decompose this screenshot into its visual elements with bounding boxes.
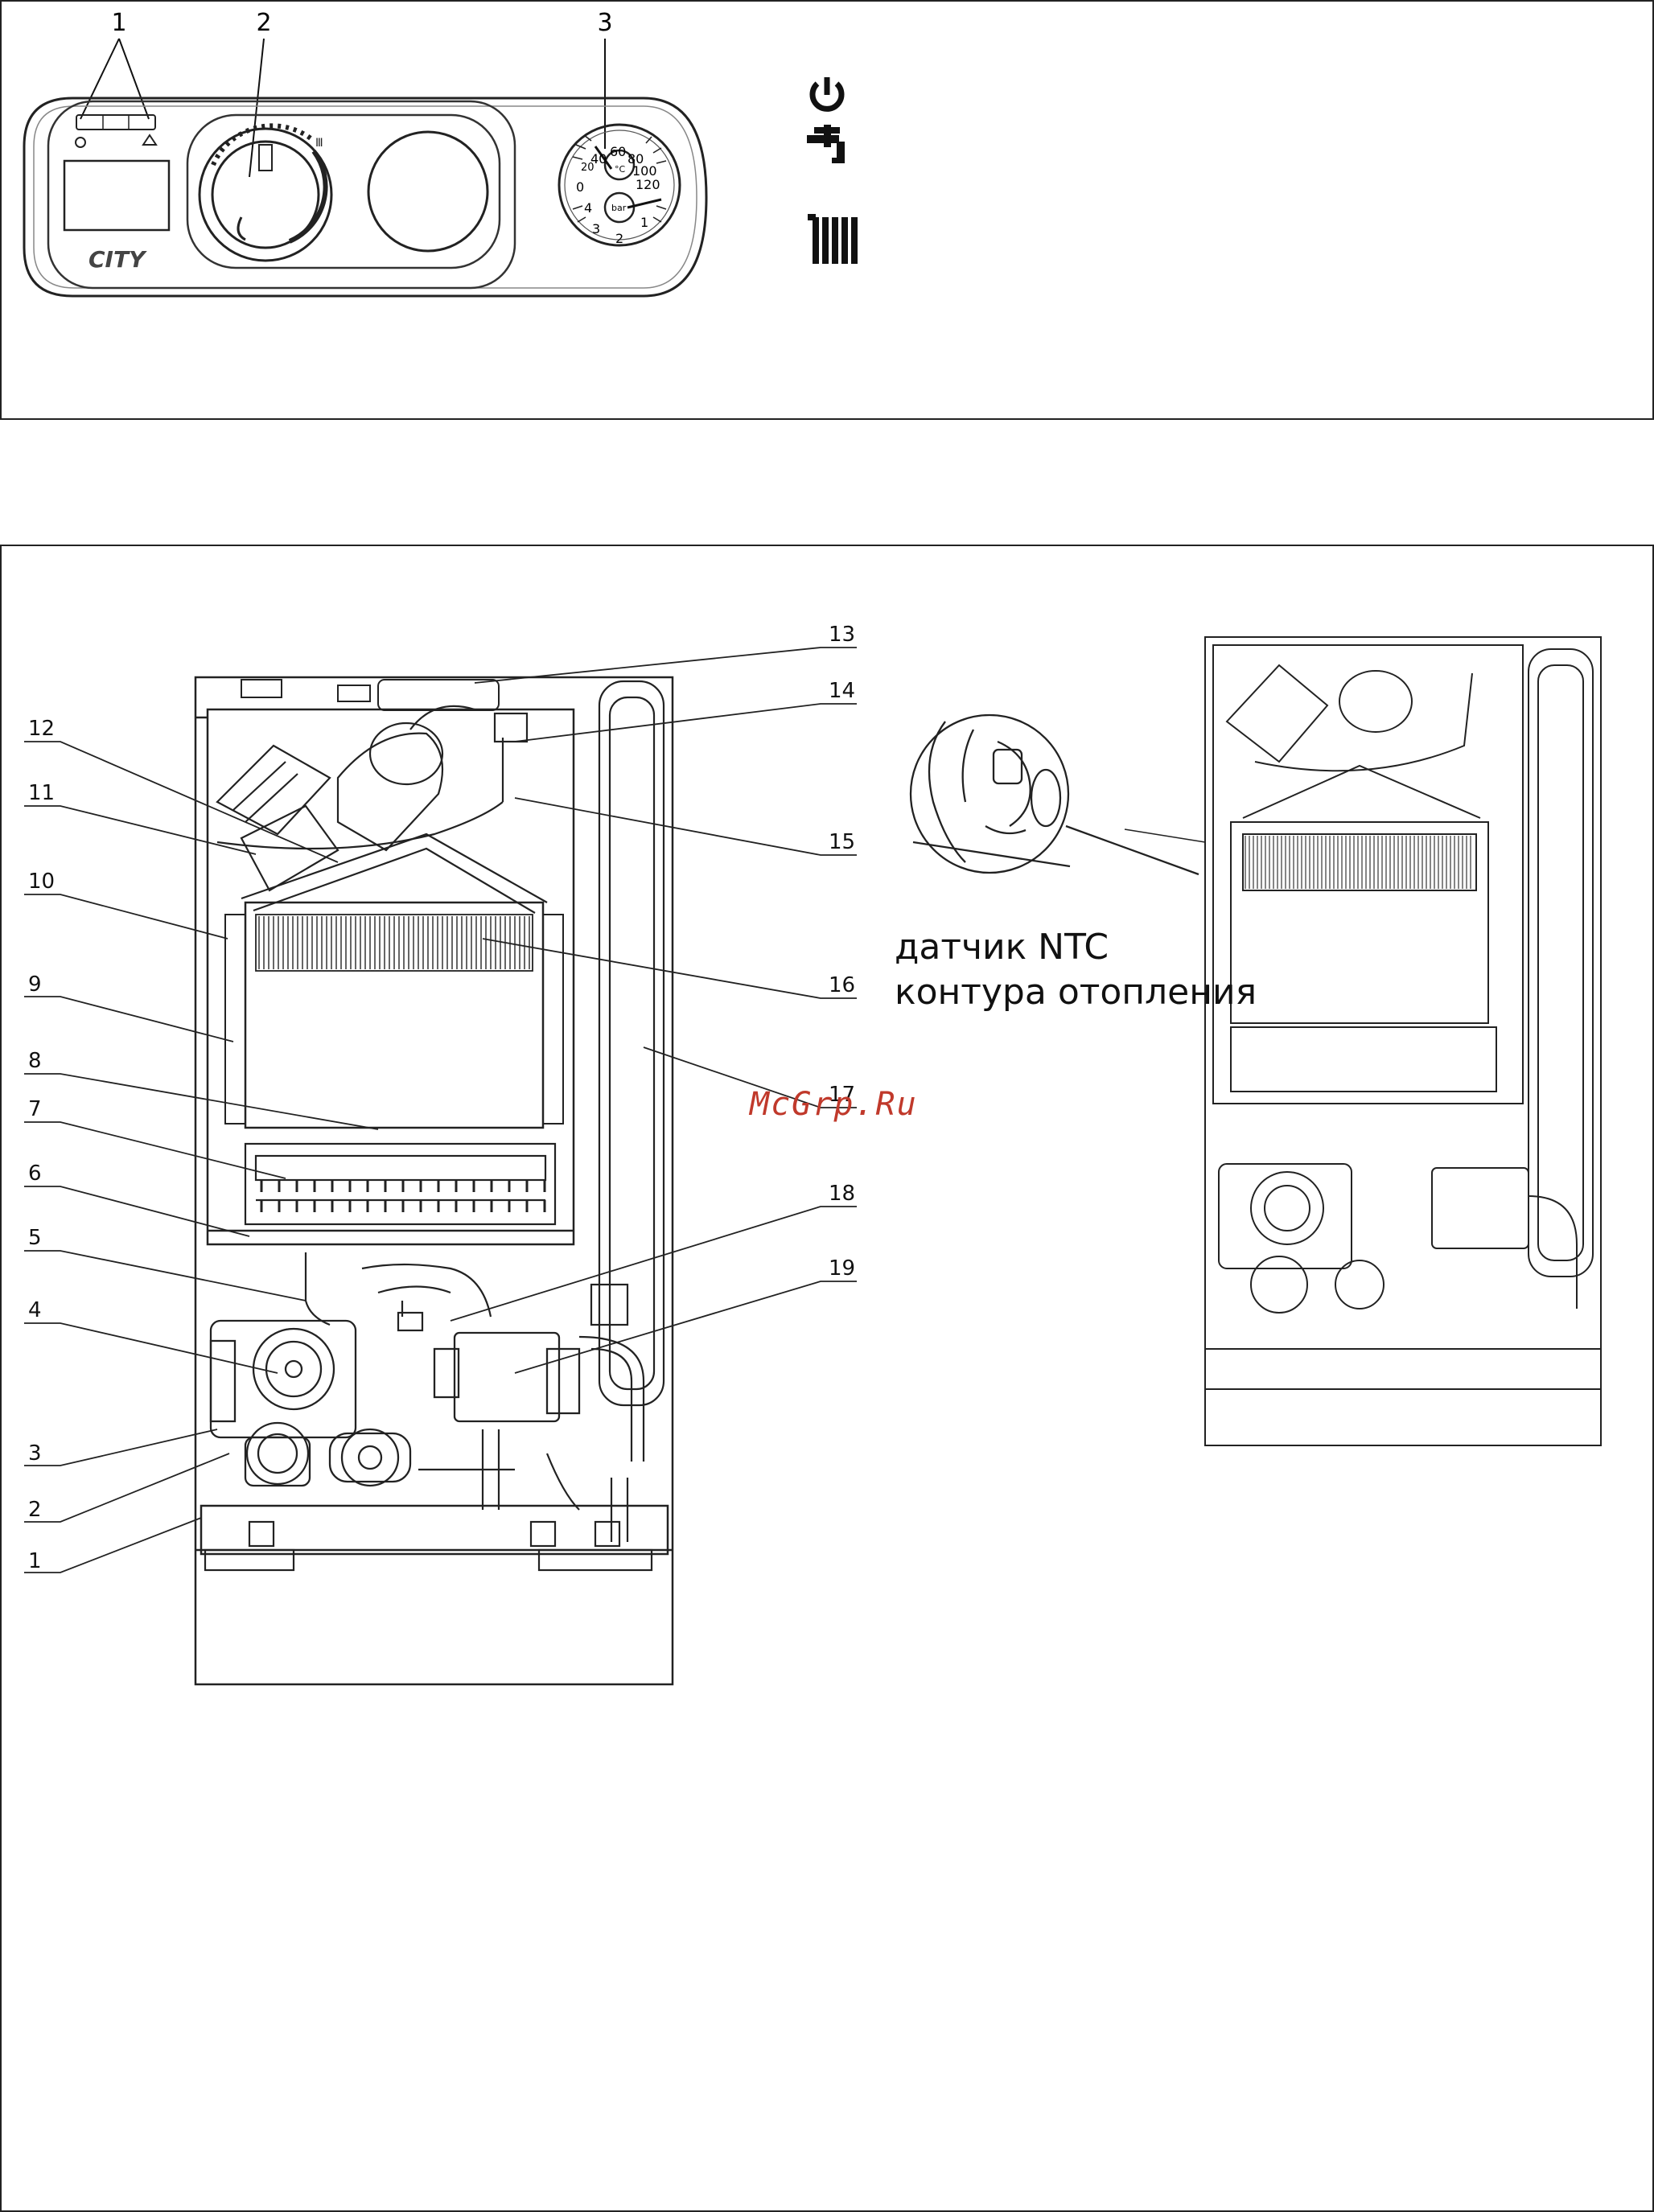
gauge-mark-1: 1 <box>640 215 648 230</box>
callout-3: 3 <box>597 9 612 37</box>
ntc-detail-inset <box>911 715 1199 874</box>
callout-10: 10 <box>28 870 55 894</box>
callout-13: 13 <box>829 623 855 647</box>
gauge-unit-pressure: bar <box>611 203 627 213</box>
callout-6: 6 <box>28 1162 42 1186</box>
gauge-unit-temp: °C <box>615 164 626 175</box>
callout-18: 18 <box>829 1182 855 1206</box>
radiator-icon <box>808 214 858 264</box>
callout-7: 7 <box>28 1097 42 1121</box>
left-callouts: 12 11 10 9 8 7 6 5 4 3 2 1 <box>28 717 55 1573</box>
callout-2: 2 <box>28 1498 42 1522</box>
callout-8: 8 <box>28 1049 42 1073</box>
brand-logo: CITY <box>88 246 147 273</box>
ntc-caption-line-1: датчик NTC <box>895 925 1257 970</box>
gauge-mark-0: 0 <box>576 179 584 195</box>
tap-water-icon <box>807 125 845 163</box>
power-icon <box>813 77 841 109</box>
svg-text:Ⅲ: Ⅲ <box>315 137 323 150</box>
gauge-mark-120: 120 <box>636 177 660 192</box>
gauge-mark-2: 2 <box>615 231 623 246</box>
control-panel-drawing: 1 2 3 CITY Ⅲ 0 20 4 <box>0 0 1654 420</box>
callout-9: 9 <box>28 972 42 997</box>
callout-1: 1 <box>28 1549 42 1573</box>
boiler-overview-diagram <box>1205 637 1601 1445</box>
callout-19: 19 <box>829 1256 855 1281</box>
callout-12: 12 <box>28 717 55 741</box>
gauge-mark-40: 40 <box>590 151 607 167</box>
pump <box>211 1321 356 1437</box>
callout-15: 15 <box>829 830 855 854</box>
callout-14: 14 <box>829 679 855 703</box>
callout-11: 11 <box>28 781 55 805</box>
callout-16: 16 <box>829 973 855 997</box>
watermark: McGrp.Ru <box>750 1086 918 1123</box>
heat-exchanger <box>225 902 563 1128</box>
gauge-mark-60: 60 <box>610 144 626 159</box>
callout-3: 3 <box>28 1441 42 1466</box>
boiler-internal-diagram: 12 11 10 9 8 7 6 5 4 3 2 1 13 14 15 16 1… <box>0 545 1654 2212</box>
callout-4: 4 <box>28 1298 42 1322</box>
callout-5: 5 <box>28 1226 42 1250</box>
gauge-mark-4: 4 <box>584 200 592 216</box>
callout-1: 1 <box>111 9 126 37</box>
right-callouts: 13 14 15 16 17 18 19 <box>829 623 855 1281</box>
ntc-sensor-caption: датчик NTC контура отопления <box>895 925 1257 1015</box>
gauge-mark-3: 3 <box>592 221 600 236</box>
ntc-caption-line-2: контура отопления <box>895 970 1257 1015</box>
callout-2: 2 <box>256 9 271 37</box>
